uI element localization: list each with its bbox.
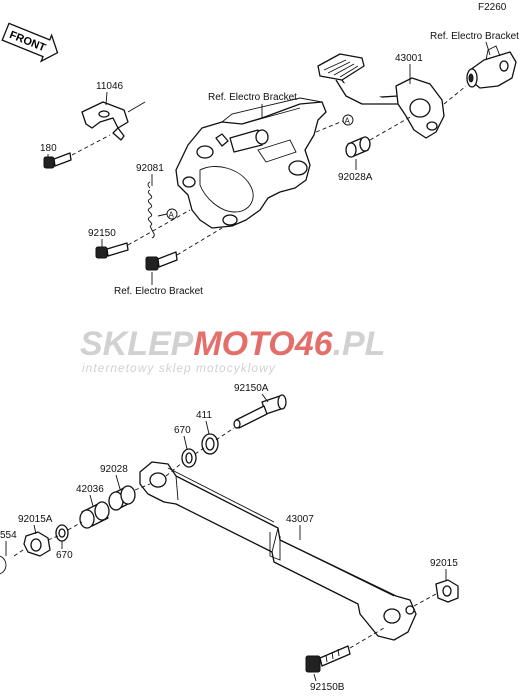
watermark-part1: SKLEP — [80, 325, 194, 363]
svg-text:SKLEPMOTO46.PL: SKLEPMOTO46.PL — [80, 325, 385, 363]
watermark-part2: MOTO — [193, 325, 294, 363]
label-180: 180 — [40, 143, 57, 154]
part-92028-bushing — [108, 485, 136, 511]
label-42036: 42036 — [76, 484, 104, 495]
label-670-upper: 670 — [174, 425, 191, 436]
label-92015: 92015 — [430, 558, 458, 569]
bracket-lower-bolt — [145, 251, 178, 271]
part-180-bolt — [43, 152, 72, 169]
label-92028A: 92028A — [338, 172, 373, 183]
callout-a-right: A — [345, 117, 351, 126]
part-670-washer-upper — [181, 448, 197, 468]
label-ref-electro-top-left: Ref. Electro Bracket — [208, 92, 297, 103]
label-11046: 11046 — [96, 81, 124, 92]
part-92015-nut — [435, 579, 459, 603]
part-92081-spring — [147, 181, 155, 239]
label-92028: 92028 — [100, 464, 128, 475]
label-670-lower: 670 — [56, 550, 73, 561]
label-92150: 92150 — [88, 228, 116, 239]
watermark-part3: 46 — [294, 325, 334, 363]
label-43007: 43007 — [286, 514, 314, 525]
part-43007-rod — [139, 461, 417, 641]
part-554-partial — [0, 555, 7, 575]
label-43001: 43001 — [395, 53, 423, 64]
label-92015A: 92015A — [18, 514, 53, 525]
watermark-part4: .PL — [333, 325, 386, 363]
part-92028A-bushing — [345, 136, 371, 158]
right-clevis — [466, 45, 517, 89]
part-43001-brake-pedal — [317, 53, 445, 139]
part-670-washer-lower — [55, 524, 69, 542]
watermark: SKLEPMOTO46.PL internetowy sklep motocyk… — [80, 325, 385, 375]
label-411: 411 — [196, 410, 212, 421]
label-92081: 92081 — [136, 163, 164, 174]
label-92150B: 92150B — [310, 682, 345, 693]
label-554: 554 — [0, 530, 17, 541]
label-92150A: 92150A — [234, 383, 269, 394]
front-arrow-icon: FRONT — [1, 22, 59, 63]
label-ref-electro-bottom: Ref. Electro Bracket — [114, 286, 203, 297]
electro-bracket — [175, 97, 327, 229]
label-ref-electro-top-right: Ref. Electro Bracket — [430, 31, 519, 42]
figure-code: F2260 — [478, 2, 507, 13]
part-411-washer — [201, 433, 219, 455]
part-92150-bolt — [95, 242, 129, 259]
part-42036-collar — [79, 501, 110, 529]
part-92150A-shoulder-bolt — [233, 394, 287, 429]
callout-a-left: A — [169, 211, 175, 220]
watermark-tagline: internetowy sklep motocyklowy — [82, 361, 276, 375]
part-11046-bracket — [81, 101, 129, 141]
part-92015A-nut — [23, 531, 51, 557]
part-92150B-bolt — [305, 645, 351, 673]
